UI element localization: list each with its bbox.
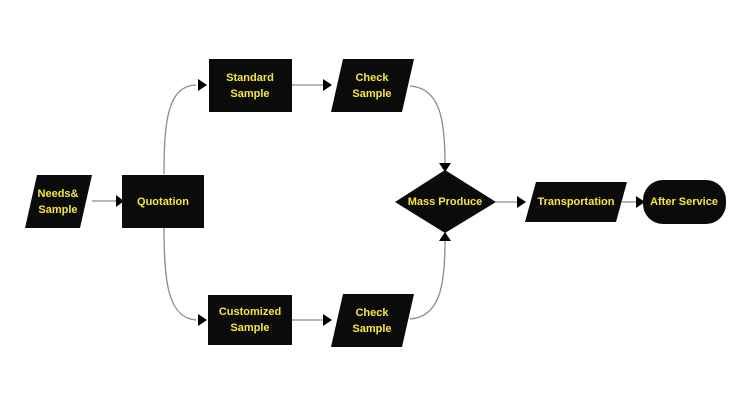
arrow-head-icon [198, 314, 207, 326]
node-standard-sample[interactable]: Standard Sample [209, 59, 292, 112]
arrow-head-icon [517, 196, 526, 208]
arrow-head-icon [323, 79, 332, 91]
node-quotation[interactable]: Quotation [122, 175, 204, 228]
node-check-sample-top[interactable]: Check Sample [331, 59, 414, 112]
arrow-head-icon [116, 195, 124, 207]
node-layer: Needs& Sample Quotation Standard Sample … [25, 59, 726, 347]
node-check-sample-top-shape[interactable] [331, 59, 414, 112]
arrow-head-icon [439, 163, 451, 172]
node-transportation-shape[interactable] [525, 182, 627, 222]
edge-check-sample-top-to-mass-produce [409, 85, 451, 172]
node-standard-sample-shape[interactable] [209, 59, 292, 112]
node-customized-sample[interactable]: Customized Sample [208, 295, 292, 345]
node-needs-sample[interactable]: Needs& Sample [25, 175, 92, 228]
node-check-sample-bottom-shape[interactable] [331, 294, 414, 347]
edge-layer [92, 79, 645, 326]
node-transportation[interactable]: Transportation [525, 182, 627, 222]
edge-transportation-to-after-service [622, 196, 645, 208]
edge-needs-sample-to-quotation [92, 195, 124, 207]
edge-quotation-to-customized-sample [163, 227, 207, 326]
node-after-service-shape[interactable] [643, 180, 726, 224]
node-quotation-shape[interactable] [122, 175, 204, 228]
edge-customized-sample-to-check-sample-bottom [292, 314, 332, 326]
node-needs-sample-shape[interactable] [25, 175, 92, 228]
node-mass-produce-shape[interactable] [395, 170, 496, 233]
arrow-head-icon [439, 232, 451, 241]
arrow-head-icon [198, 79, 207, 91]
node-customized-sample-shape[interactable] [208, 295, 292, 345]
edge-quotation-to-standard-sample [163, 79, 207, 175]
arrow-head-icon [636, 196, 645, 208]
arrow-head-icon [323, 314, 332, 326]
node-mass-produce[interactable]: Mass Produce [395, 170, 496, 233]
edge-check-sample-bottom-to-mass-produce [409, 232, 451, 320]
edge-standard-sample-to-check-sample-top [292, 79, 332, 91]
edge-mass-produce-to-transportation [496, 196, 526, 208]
node-after-service[interactable]: After Service [643, 180, 726, 224]
node-check-sample-bottom[interactable]: Check Sample [331, 294, 414, 347]
